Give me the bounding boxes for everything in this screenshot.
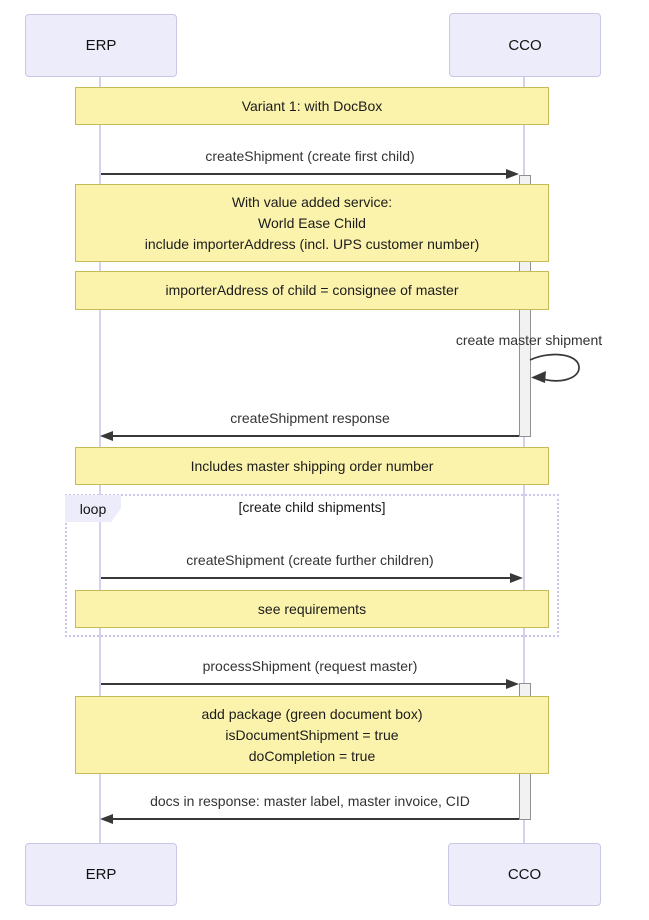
note-text-line: doCompletion = true — [248, 747, 376, 764]
participant-cco-bottom: CCO — [448, 843, 601, 906]
arrowhead-left-icon — [100, 814, 113, 824]
note-master-shipping-order: Includes master shipping order number — [75, 447, 549, 485]
participant-erp-bottom: ERP — [25, 843, 177, 906]
message-label: createShipment response — [230, 410, 390, 426]
note-text-line: include importerAddress (incl. UPS custo… — [144, 235, 480, 252]
note-text-line: World Ease Child — [258, 214, 366, 231]
self-message-loop-icon — [529, 353, 580, 383]
participant-cco-top: CCO — [449, 13, 601, 77]
message-label: processShipment (request master) — [202, 658, 418, 674]
message-line — [101, 577, 515, 579]
participant-erp-top: ERP — [25, 14, 177, 77]
loop-frame — [65, 494, 559, 637]
participant-label: ERP — [85, 866, 117, 883]
arrowhead-left-icon — [100, 431, 113, 441]
arrowhead-right-icon — [506, 679, 519, 689]
note-text-line: isDocumentShipment = true — [225, 726, 399, 743]
participant-label: CCO — [508, 36, 542, 54]
message-label: docs in response: master label, master i… — [150, 793, 470, 809]
message-label: createShipment (create further children) — [186, 552, 434, 568]
loop-label: loop — [79, 500, 107, 517]
note-text: see requirements — [257, 600, 367, 617]
note-variant: Variant 1: with DocBox — [75, 87, 549, 125]
self-message-label: create master shipment — [455, 332, 603, 348]
note-text: Variant 1: with DocBox — [241, 97, 383, 114]
loop-label-tab: loop — [65, 495, 121, 522]
note-see-requirements: see requirements — [75, 590, 549, 628]
note-value-added-service: With value added service: World Ease Chi… — [75, 184, 549, 262]
arrowhead-right-icon — [506, 169, 519, 179]
message-label: createShipment (create first child) — [205, 148, 415, 164]
message-line — [101, 173, 511, 175]
message-line — [101, 683, 511, 685]
note-text-line: With value added service: — [231, 193, 393, 210]
note-importer-address: importerAddress of child = consignee of … — [75, 271, 549, 310]
arrowhead-right-icon — [510, 573, 523, 583]
loop-condition: [create child shipments] — [238, 499, 386, 515]
note-text: Includes master shipping order number — [190, 457, 434, 474]
participant-label: ERP — [85, 37, 117, 54]
note-text: importerAddress of child = consignee of … — [165, 282, 459, 298]
message-line — [103, 435, 519, 437]
note-text-line: add package (green document box) — [201, 705, 423, 722]
participant-label: CCO — [507, 866, 542, 883]
note-add-package: add package (green document box) isDocum… — [75, 696, 549, 774]
message-line — [103, 818, 519, 820]
